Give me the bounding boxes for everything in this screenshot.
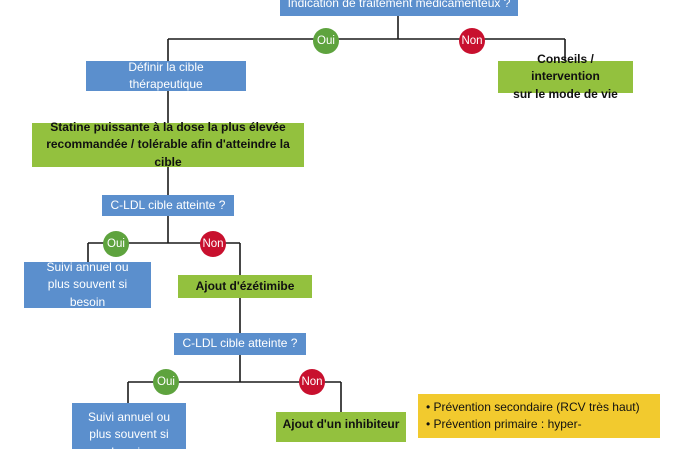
inhibitor-box: Ajout d'un inhibiteur	[276, 412, 406, 442]
annual-followup-2-line-1: Suivi annuel ou	[87, 410, 171, 424]
statin-line-1: Statine puissante à la dose la plus élev…	[50, 119, 286, 134]
question-drug-treatment-text: Indication de traitement médicamenteux ?	[287, 0, 511, 11]
annual-followup-1-line-2: plus souvent si besoin	[47, 277, 128, 309]
ldl-question-2-text: C-LDL cible atteinte ?	[182, 336, 298, 351]
yes-badge-1: Oui	[313, 28, 339, 54]
ezetimibe-box: Ajout d'ézétimibe	[178, 275, 312, 298]
statin-box: Statine puissante à la dose la plus élev…	[32, 120, 304, 169]
indication-note-line-2: • Prévention primaire : hyper-	[426, 417, 582, 432]
question-drug-treatment: Indication de traitement médicamenteux ?	[280, 0, 518, 16]
define-target-text: Définir la cible thérapeutique	[128, 59, 204, 91]
annual-followup-box-2: Suivi annuel ou plus souvent si besoin	[72, 403, 186, 459]
ldl-question-1: C-LDL cible atteinte ?	[102, 195, 234, 216]
annual-followup-2-line-2: plus souvent si besoin	[89, 427, 169, 459]
yes-badge-2: Oui	[103, 231, 129, 257]
define-target-box: Définir la cible thérapeutique	[86, 59, 246, 91]
statin-line-2: recommandée / tolérable afin d'atteindre…	[46, 137, 290, 169]
no-badge-2: Non	[200, 231, 226, 257]
lifestyle-advice-box: Conseils / intervention sur le mode de v…	[498, 52, 633, 101]
inhibitor-text: Ajout d'un inhibiteur	[282, 417, 400, 431]
lifestyle-advice-line-1: Conseils / intervention	[531, 51, 600, 84]
annual-followup-1-line-1: Suivi annuel ou	[46, 259, 129, 274]
no-badge-1: Non	[459, 28, 485, 54]
no-badge-3: Non	[299, 369, 325, 395]
ezetimibe-text: Ajout d'ézétimibe	[195, 278, 295, 293]
ldl-question-2: C-LDL cible atteinte ?	[174, 333, 306, 355]
lifestyle-advice-line-2: sur le mode de vie	[513, 86, 618, 101]
ldl-question-1-text: C-LDL cible atteinte ?	[110, 197, 226, 212]
indication-note-box: • Prévention secondaire (RCV très haut) …	[418, 394, 660, 438]
indication-note-line-1: • Prévention secondaire (RCV très haut)	[426, 400, 640, 414]
yes-badge-3: Oui	[153, 369, 179, 395]
annual-followup-box-1: Suivi annuel ou plus souvent si besoin	[24, 259, 151, 309]
